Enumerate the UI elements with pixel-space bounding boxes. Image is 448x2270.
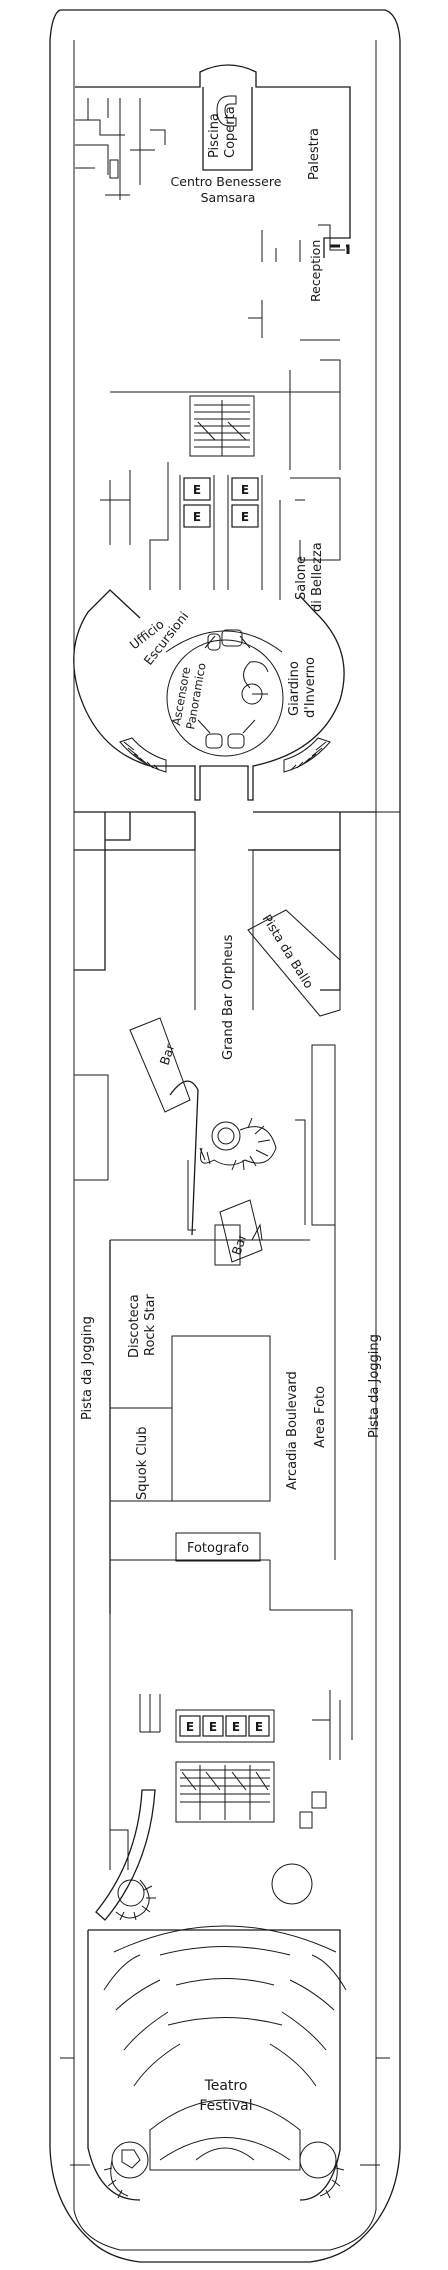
label-pista-da-ballo: Pista da Ballo [259,912,316,991]
elevator-aft-3-label: E [232,1720,240,1734]
label-piscina: Piscina [207,113,222,158]
elevator-upper-1-label: E [193,483,201,497]
label-teatro: Teatro [204,2078,248,2094]
elevator-upper-3-label: E [193,510,201,524]
label-samsara: Samsara [201,190,256,205]
label-rock-star: Rock Star [143,1293,158,1356]
elevator-upper-2 [231,477,259,501]
label-giardino: Giardino [287,661,302,716]
elevator-aft-2 [202,1715,224,1737]
label-di-bellezza: di Bellezza [310,542,325,612]
label-centro-benessere: Centro Benessere [171,174,282,189]
elevator-aft-2-label: E [209,1720,217,1734]
label-fotografo: Fotografo [187,1541,249,1556]
label-discoteca: Discoteca [127,1294,142,1358]
label-d-inverno: d'Inverno [303,657,318,718]
elevator-upper-3 [183,504,211,528]
spa-area: Piscina Coperta Palestra Centro Benesser… [75,64,351,338]
label-reception: Reception [308,240,323,302]
elevator-aft-4 [248,1715,270,1737]
label-area-foto: Area Foto [313,1386,328,1448]
elevator-aft-1-label: E [186,1720,194,1734]
aft-core: E E E E [109,1614,341,1870]
elevator-aft-4-label: E [255,1720,263,1734]
elevator-aft-3 [225,1715,247,1737]
elevator-aft-1 [179,1715,201,1737]
atrium: Ufficio Escursioni Ascensore Panoramico … [73,589,345,801]
label-festival: Festival [199,2098,252,2114]
label-salone: Salone [294,556,309,600]
label-bar-2: Bar [229,1231,250,1257]
elevator-upper-4 [231,504,259,528]
label-palestra: Palestra [307,128,322,180]
hull-outline [49,9,401,2263]
label-pista-jogging-left: Pista da Jogging [80,1316,95,1420]
elevator-upper-4-label: E [241,510,249,524]
boulevard-area: Fotografo Discoteca Rock Star Squok Club… [80,1225,382,1740]
label-bar-1: Bar [157,1041,178,1067]
label-squok-club: Squok Club [135,1426,150,1500]
label-coperta: Coperta [223,106,238,158]
upper-core: E E E E Salone di Bellezza [100,339,341,612]
grand-bar-area: Pista da Ballo Grand Bar Orpheus Bar Bar [74,811,376,1266]
label-pista-jogging-right: Pista da Jogging [367,1334,382,1438]
label-grand-bar-orpheus: Grand Bar Orpheus [221,934,236,1060]
label-arcadia-boulevard: Arcadia Boulevard [285,1371,300,1490]
theater: Teatro Festival [70,1789,380,2201]
elevator-upper-2-label: E [241,483,249,497]
elevator-upper-1 [183,477,211,501]
